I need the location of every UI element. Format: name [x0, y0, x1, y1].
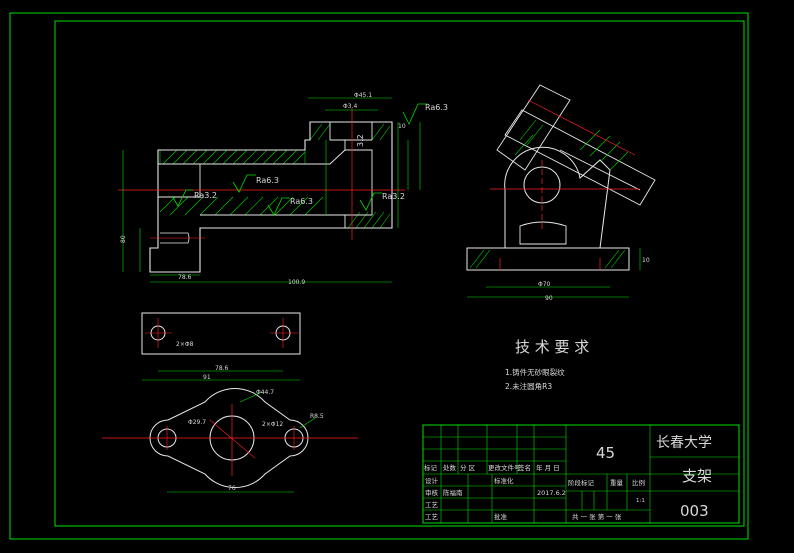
svg-text:Φ45.1: Φ45.1: [354, 92, 372, 99]
svg-text:90: 90: [545, 295, 553, 302]
title-block-header: 年 月 日: [536, 463, 560, 472]
title-block-header: 标记: [424, 463, 438, 472]
svg-text:10: 10: [398, 123, 406, 130]
designer-name: 陈福南: [443, 488, 463, 497]
title-block: 标记 处数 分 区 更改文件号 签名 年 月 日 设计 标准化 陈福南 审核 2…: [422, 424, 740, 524]
process-label: 工艺: [425, 501, 439, 509]
svg-text:78.6: 78.6: [178, 274, 192, 281]
svg-text:100.9: 100.9: [288, 279, 305, 286]
svg-text:91: 91: [203, 374, 211, 381]
svg-text:2×Φ12: 2×Φ12: [262, 421, 283, 428]
title-block-header: 处数: [443, 463, 457, 472]
tech-req-item: 2.未注圆角R3: [505, 381, 552, 391]
scale-value: 1:1: [636, 498, 645, 504]
weight-label: 重量: [610, 479, 624, 487]
date-value: 2017.6.2: [537, 489, 566, 497]
tech-req-item: 1.铸件无砂眼裂纹: [505, 367, 565, 377]
roughness-label: Ra6.3: [256, 176, 279, 185]
drawing-number: 003: [680, 502, 709, 520]
technical-requirements: 技 术 要 求 1.铸件无砂眼裂纹 2.未注圆角R3: [505, 338, 589, 391]
top-view: 78.6 91 2×Φ8: [141, 312, 301, 381]
design-label: 设计: [425, 476, 439, 485]
check-label: 审核: [425, 488, 439, 497]
standardization-label: 标准化: [494, 476, 514, 485]
svg-text:10: 10: [642, 257, 650, 264]
roughness-label: Ra6.3: [425, 103, 448, 112]
approve-label: 批准: [494, 512, 508, 521]
roughness-label: Ra3.2: [382, 192, 405, 201]
school-name: 长春大学: [656, 435, 712, 451]
material: 45: [596, 444, 615, 462]
title-block-header: 分 区: [460, 463, 476, 472]
front-section-view: 80 78.6 100.9 Φ45.1 Φ3.4 10: [118, 92, 421, 286]
title-block-header: 签名: [518, 463, 531, 472]
bottom-view: 76 Φ44.7 R8.5 Φ29.7 2×Φ12: [102, 388, 358, 493]
roughness-symbols: Ra6.3 Ra6.3 Ra3.2 Ra6.3 Ra3.2 3.2: [171, 103, 448, 216]
svg-text:2×Φ8: 2×Φ8: [176, 341, 194, 348]
side-view: Φ70 90 10: [466, 84, 656, 302]
svg-text:Φ29.7: Φ29.7: [188, 419, 206, 426]
part-name: 支架: [682, 467, 712, 485]
process-label: 工艺: [425, 513, 439, 521]
roughness-label: Ra3.2: [194, 191, 217, 200]
svg-text:Φ70: Φ70: [538, 281, 551, 288]
svg-text:Φ44.7: Φ44.7: [256, 389, 274, 396]
outer-frame: [9, 12, 749, 540]
roughness-label: 3.2: [356, 134, 365, 147]
svg-text:76: 76: [228, 485, 236, 492]
svg-text:R8.5: R8.5: [310, 413, 324, 420]
stage-label: 阶段标记: [568, 478, 595, 487]
title-block-header: 更改文件号: [488, 463, 521, 472]
roughness-label: Ra6.3: [290, 197, 313, 206]
scale-label: 比例: [632, 478, 645, 487]
tech-req-title: 技 术 要 求: [515, 338, 589, 356]
svg-text:80: 80: [120, 235, 127, 243]
inner-frame: [54, 20, 745, 527]
svg-text:Φ3.4: Φ3.4: [343, 103, 357, 110]
sheet-text: 共 一 张 第 一 张: [572, 512, 622, 521]
svg-text:78.6: 78.6: [215, 365, 229, 372]
